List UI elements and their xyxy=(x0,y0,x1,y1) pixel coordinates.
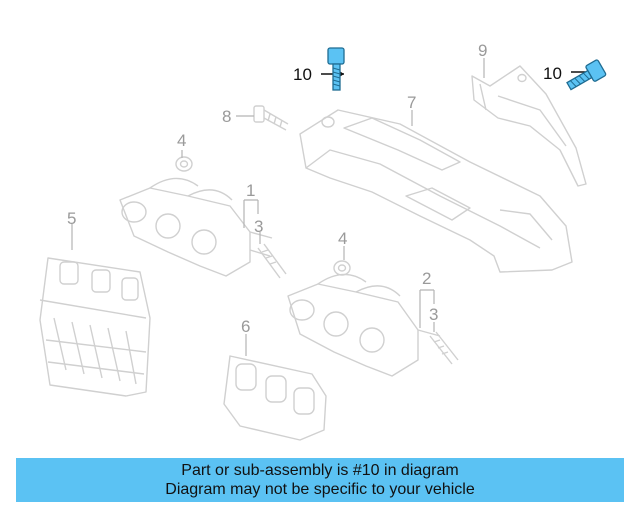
callout-7: 7 xyxy=(407,93,416,112)
info-banner: Part or sub-assembly is #10 in diagram D… xyxy=(16,458,624,502)
callout-4-right: 4 xyxy=(338,229,347,248)
callout-1: 1 xyxy=(246,181,255,200)
stud-part-3-right xyxy=(429,331,459,365)
exhaust-manifold-part-1 xyxy=(119,177,273,277)
nut-part-4-right xyxy=(333,260,351,276)
callout-3-right: 3 xyxy=(429,305,438,324)
banner-line-part-info: Part or sub-assembly is #10 in diagram xyxy=(181,462,459,479)
callout-5: 5 xyxy=(67,209,76,228)
leader-lines xyxy=(71,58,485,356)
callout-10-center: 10 xyxy=(293,65,312,84)
banner-line-disclaimer: Diagram may not be specific to your vehi… xyxy=(165,481,475,498)
bolt-part-8 xyxy=(253,105,289,131)
bolt-part-10-right xyxy=(566,59,607,91)
callout-3-left: 3 xyxy=(254,217,263,236)
heat-insulator-part-7 xyxy=(299,109,573,273)
bracket-part-9 xyxy=(471,65,587,187)
callout-4-left: 4 xyxy=(177,131,186,150)
stud-part-3-left xyxy=(257,243,287,279)
bolt-part-10-center xyxy=(321,47,345,91)
callout-9: 9 xyxy=(478,41,487,60)
gasket-part-6 xyxy=(223,355,327,441)
callout-10-right: 10 xyxy=(543,64,562,83)
nut-part-4-left xyxy=(175,156,193,172)
callout-2: 2 xyxy=(422,269,431,288)
exhaust-manifold-part-2 xyxy=(287,273,441,377)
callout-8: 8 xyxy=(222,107,231,126)
heat-shield-part-5 xyxy=(39,257,151,397)
callout-6: 6 xyxy=(241,317,250,336)
